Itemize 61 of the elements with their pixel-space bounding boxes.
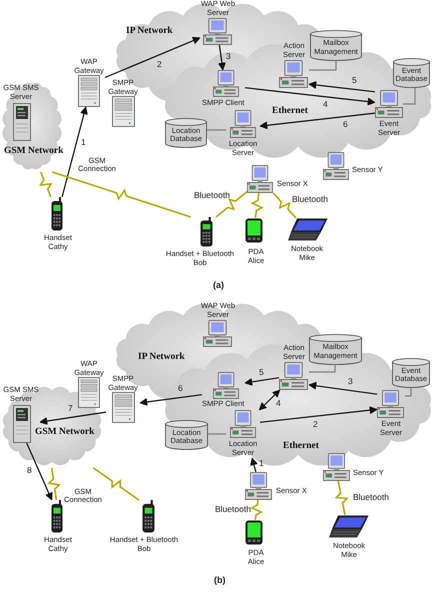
panel-label: (a) — [213, 281, 224, 291]
edge-label: 3 — [226, 52, 231, 62]
arrow — [218, 44, 226, 70]
edge-label: Bluetooth — [353, 493, 389, 502]
edge-label: 6 — [343, 120, 348, 130]
arrow — [260, 406, 378, 423]
arrow — [258, 390, 280, 410]
wireless-link — [216, 190, 248, 218]
wireless-link — [93, 467, 140, 501]
edge-label: Bluetooth — [215, 505, 251, 514]
connector-line — [309, 365, 336, 373]
connector-line — [207, 129, 226, 131]
connector-line — [405, 388, 412, 397]
arrow — [26, 442, 53, 500]
wireless-link — [334, 480, 349, 516]
edge-label: 4 — [276, 399, 281, 408]
arrow — [140, 394, 202, 406]
edge-label: 3 — [348, 377, 353, 386]
arrow — [40, 412, 106, 425]
connector-line — [208, 433, 226, 435]
wireless-link — [47, 468, 61, 500]
wireless-link — [52, 171, 192, 218]
arrow — [104, 36, 200, 78]
database-cylinder — [165, 420, 208, 450]
database-cylinder — [392, 358, 430, 388]
database-cylinder — [309, 334, 362, 365]
edge-label: 7 — [68, 404, 73, 414]
network-label: GSM Network — [4, 146, 64, 156]
edge-label: 1 — [259, 459, 264, 468]
connector-line — [309, 61, 337, 71]
edge-label: 5 — [259, 368, 264, 378]
arrow — [244, 377, 280, 386]
database-cylinder — [310, 30, 362, 61]
edge-label: 6 — [178, 384, 183, 394]
edge-label: 1 — [81, 138, 86, 148]
edge-label: 2 — [313, 420, 318, 430]
network-label: IP Network — [126, 26, 173, 36]
wireless-link — [250, 500, 264, 520]
edge-label: Bluetooth — [292, 195, 328, 204]
wireless-link — [250, 192, 264, 218]
database-cylinder — [165, 118, 207, 148]
network-label: IP Network — [138, 352, 185, 362]
arrow — [62, 106, 88, 198]
arrow — [308, 81, 376, 92]
network-label: Ethernet — [283, 441, 319, 452]
edge-label: 4 — [323, 100, 328, 110]
arrow — [308, 382, 378, 395]
arrow — [260, 112, 376, 130]
edge-label: 2 — [157, 60, 162, 70]
arrow — [244, 87, 376, 106]
edge-label: 5 — [352, 76, 357, 86]
panel-label: (b) — [214, 576, 226, 586]
wireless-link — [272, 192, 296, 219]
database-cylinder — [393, 58, 430, 88]
edge-label: 8 — [27, 466, 32, 476]
network-label: GSM Network — [35, 427, 94, 438]
connector-line — [403, 88, 416, 105]
edge-label: Bluetooth — [194, 191, 230, 200]
network-label: Ethernet — [272, 106, 308, 116]
wireless-link — [39, 172, 53, 198]
arrow — [250, 458, 258, 472]
